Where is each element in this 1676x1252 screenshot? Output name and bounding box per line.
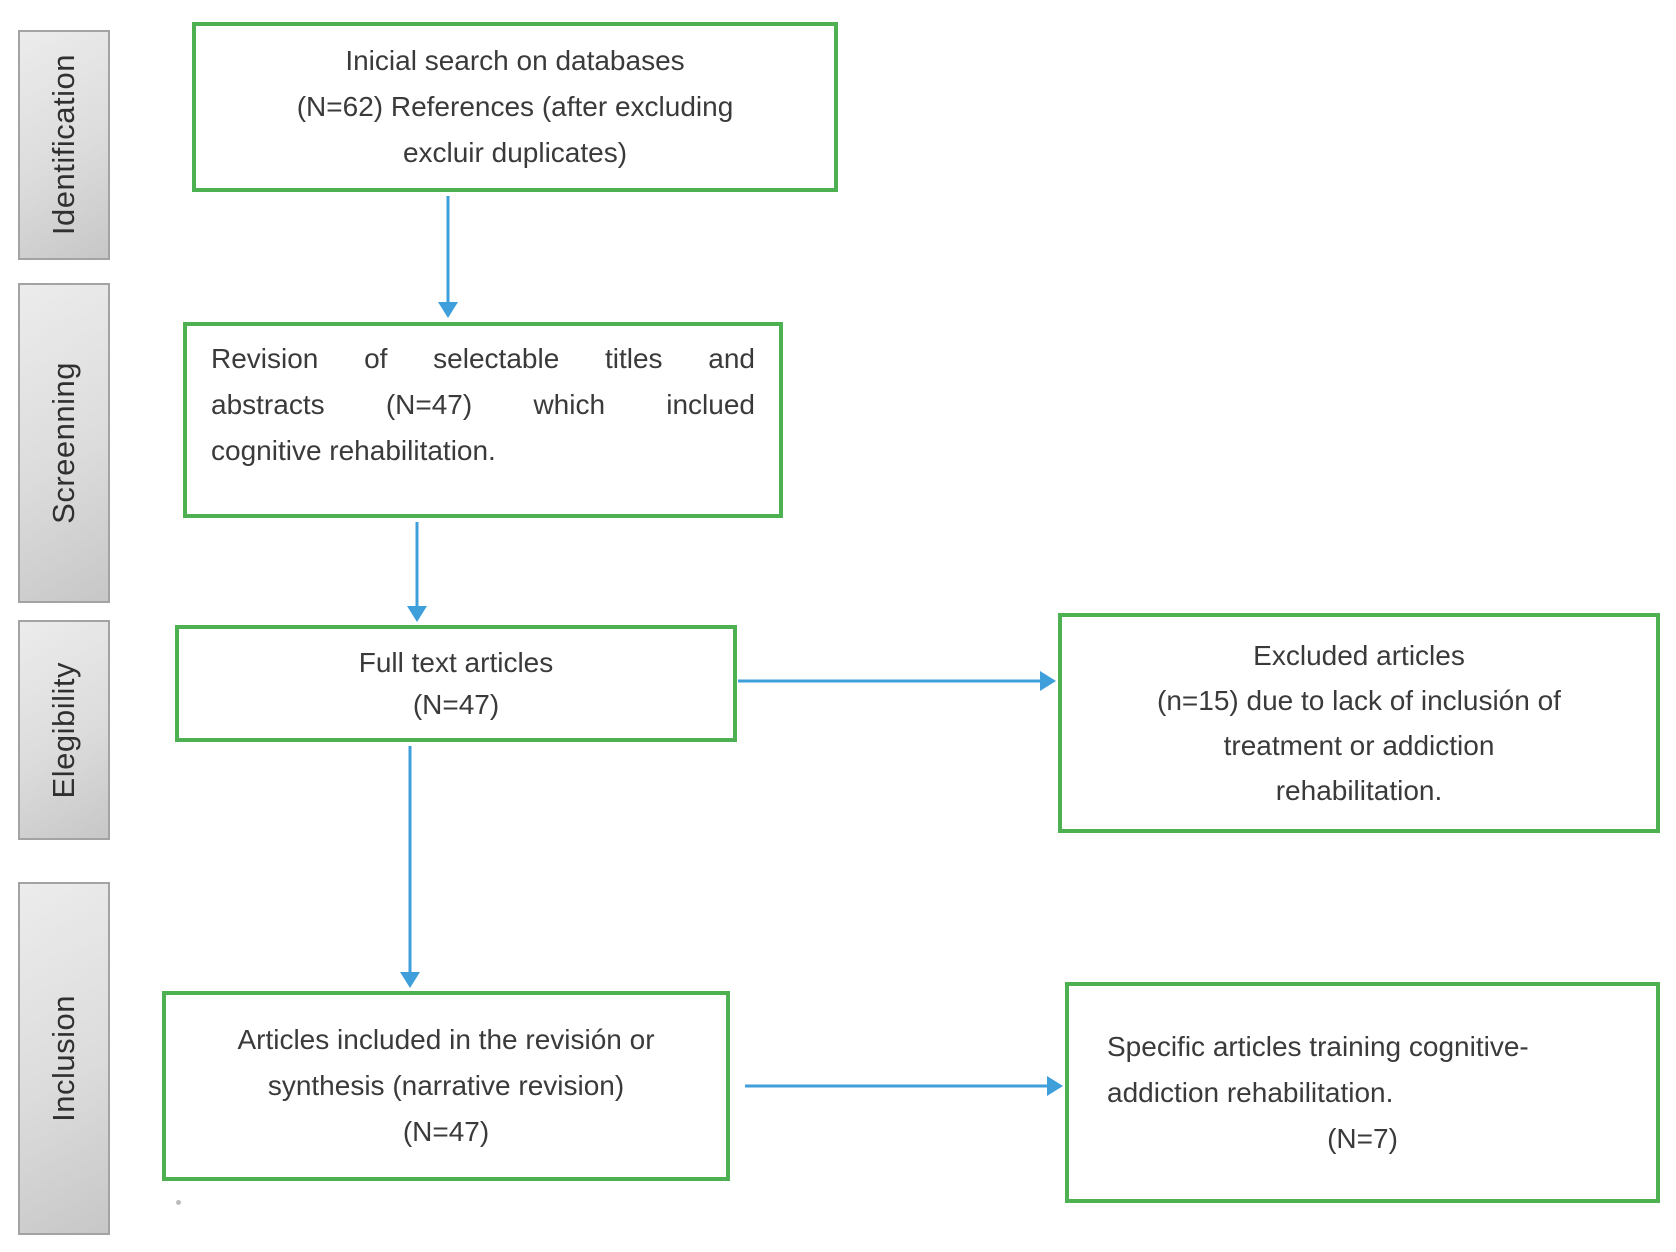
box-full-text-line-1: Full text articles (358, 646, 554, 678)
arrow-head (407, 606, 427, 622)
stage-label-inclusion: Inclusion (18, 882, 110, 1235)
stage-label-inclusion-text: Inclusion (46, 995, 81, 1122)
stage-label-identification-text: Identification (46, 54, 81, 236)
stage-label-screenning-text: Screenning (46, 362, 81, 524)
down-arrow-icon (438, 196, 458, 318)
box-full-text-articles: Full text articles (N=47) (175, 625, 737, 742)
arrow-shaft (408, 746, 412, 972)
stage-label-identification: Identification (18, 30, 110, 260)
down-arrow-icon (407, 522, 427, 622)
right-arrow-icon (745, 1076, 1063, 1096)
box-included-in-revision: Articles included in the revisión or syn… (162, 991, 730, 1181)
box-revision-line-1: Revision of selectable titles and (211, 343, 755, 374)
box-specific-line-3: (N=7) (1327, 1122, 1398, 1154)
box-excluded-articles: Excluded articles (n=15) due to lack of … (1058, 613, 1660, 833)
box-specific-articles: Specific articles training cognitive- ad… (1065, 982, 1660, 1203)
box-included-line-1: Articles included in the revisión or (237, 1024, 655, 1055)
box-revision-line-2: abstracts (N=47) which inclued (211, 389, 755, 420)
box-excluded-line-4: rehabilitation. (1275, 775, 1443, 806)
box-initial-search: Inicial search on databases (N=62) Refer… (192, 22, 838, 192)
arrow-head (438, 302, 458, 318)
arrow-shaft (446, 196, 450, 302)
arrow-head (400, 972, 420, 988)
box-initial-search-line-2: (N=62) References (after excluding (296, 91, 734, 122)
down-arrow-icon (400, 746, 420, 988)
box-initial-search-line-3: excluir duplicates) (402, 137, 628, 168)
stage-label-elegibility-text: Elegibility (46, 661, 81, 799)
box-revision-line-3: cognitive rehabilitation. (211, 435, 496, 466)
box-included-line-3: (N=47) (402, 1116, 490, 1147)
arrow-shaft (738, 679, 1040, 683)
box-excluded-line-1: Excluded articles (1253, 640, 1465, 671)
box-included-line-2: synthesis (narrative revision) (267, 1070, 625, 1101)
right-arrow-icon (738, 671, 1056, 691)
box-revision-titles-abstracts: Revision of selectable titles and abstra… (183, 322, 783, 518)
arrow-shaft (745, 1084, 1047, 1088)
box-specific-line-2: addiction rehabilitation. (1107, 1076, 1394, 1108)
stage-label-elegibility: Elegibility (18, 620, 110, 840)
box-excluded-line-3: treatment or addiction (1223, 730, 1495, 761)
arrow-shaft (415, 522, 419, 606)
box-full-text-line-2: (N=47) (412, 688, 500, 720)
box-initial-search-line-1: Inicial search on databases (345, 45, 685, 76)
stage-label-screenning: Screenning (18, 283, 110, 603)
box-specific-line-1: Specific articles training cognitive- (1107, 1030, 1529, 1062)
arrow-head (1040, 671, 1056, 691)
box-excluded-line-2: (n=15) due to lack of inclusión of (1157, 685, 1561, 716)
stray-dot (176, 1200, 181, 1205)
arrow-head (1047, 1076, 1063, 1096)
